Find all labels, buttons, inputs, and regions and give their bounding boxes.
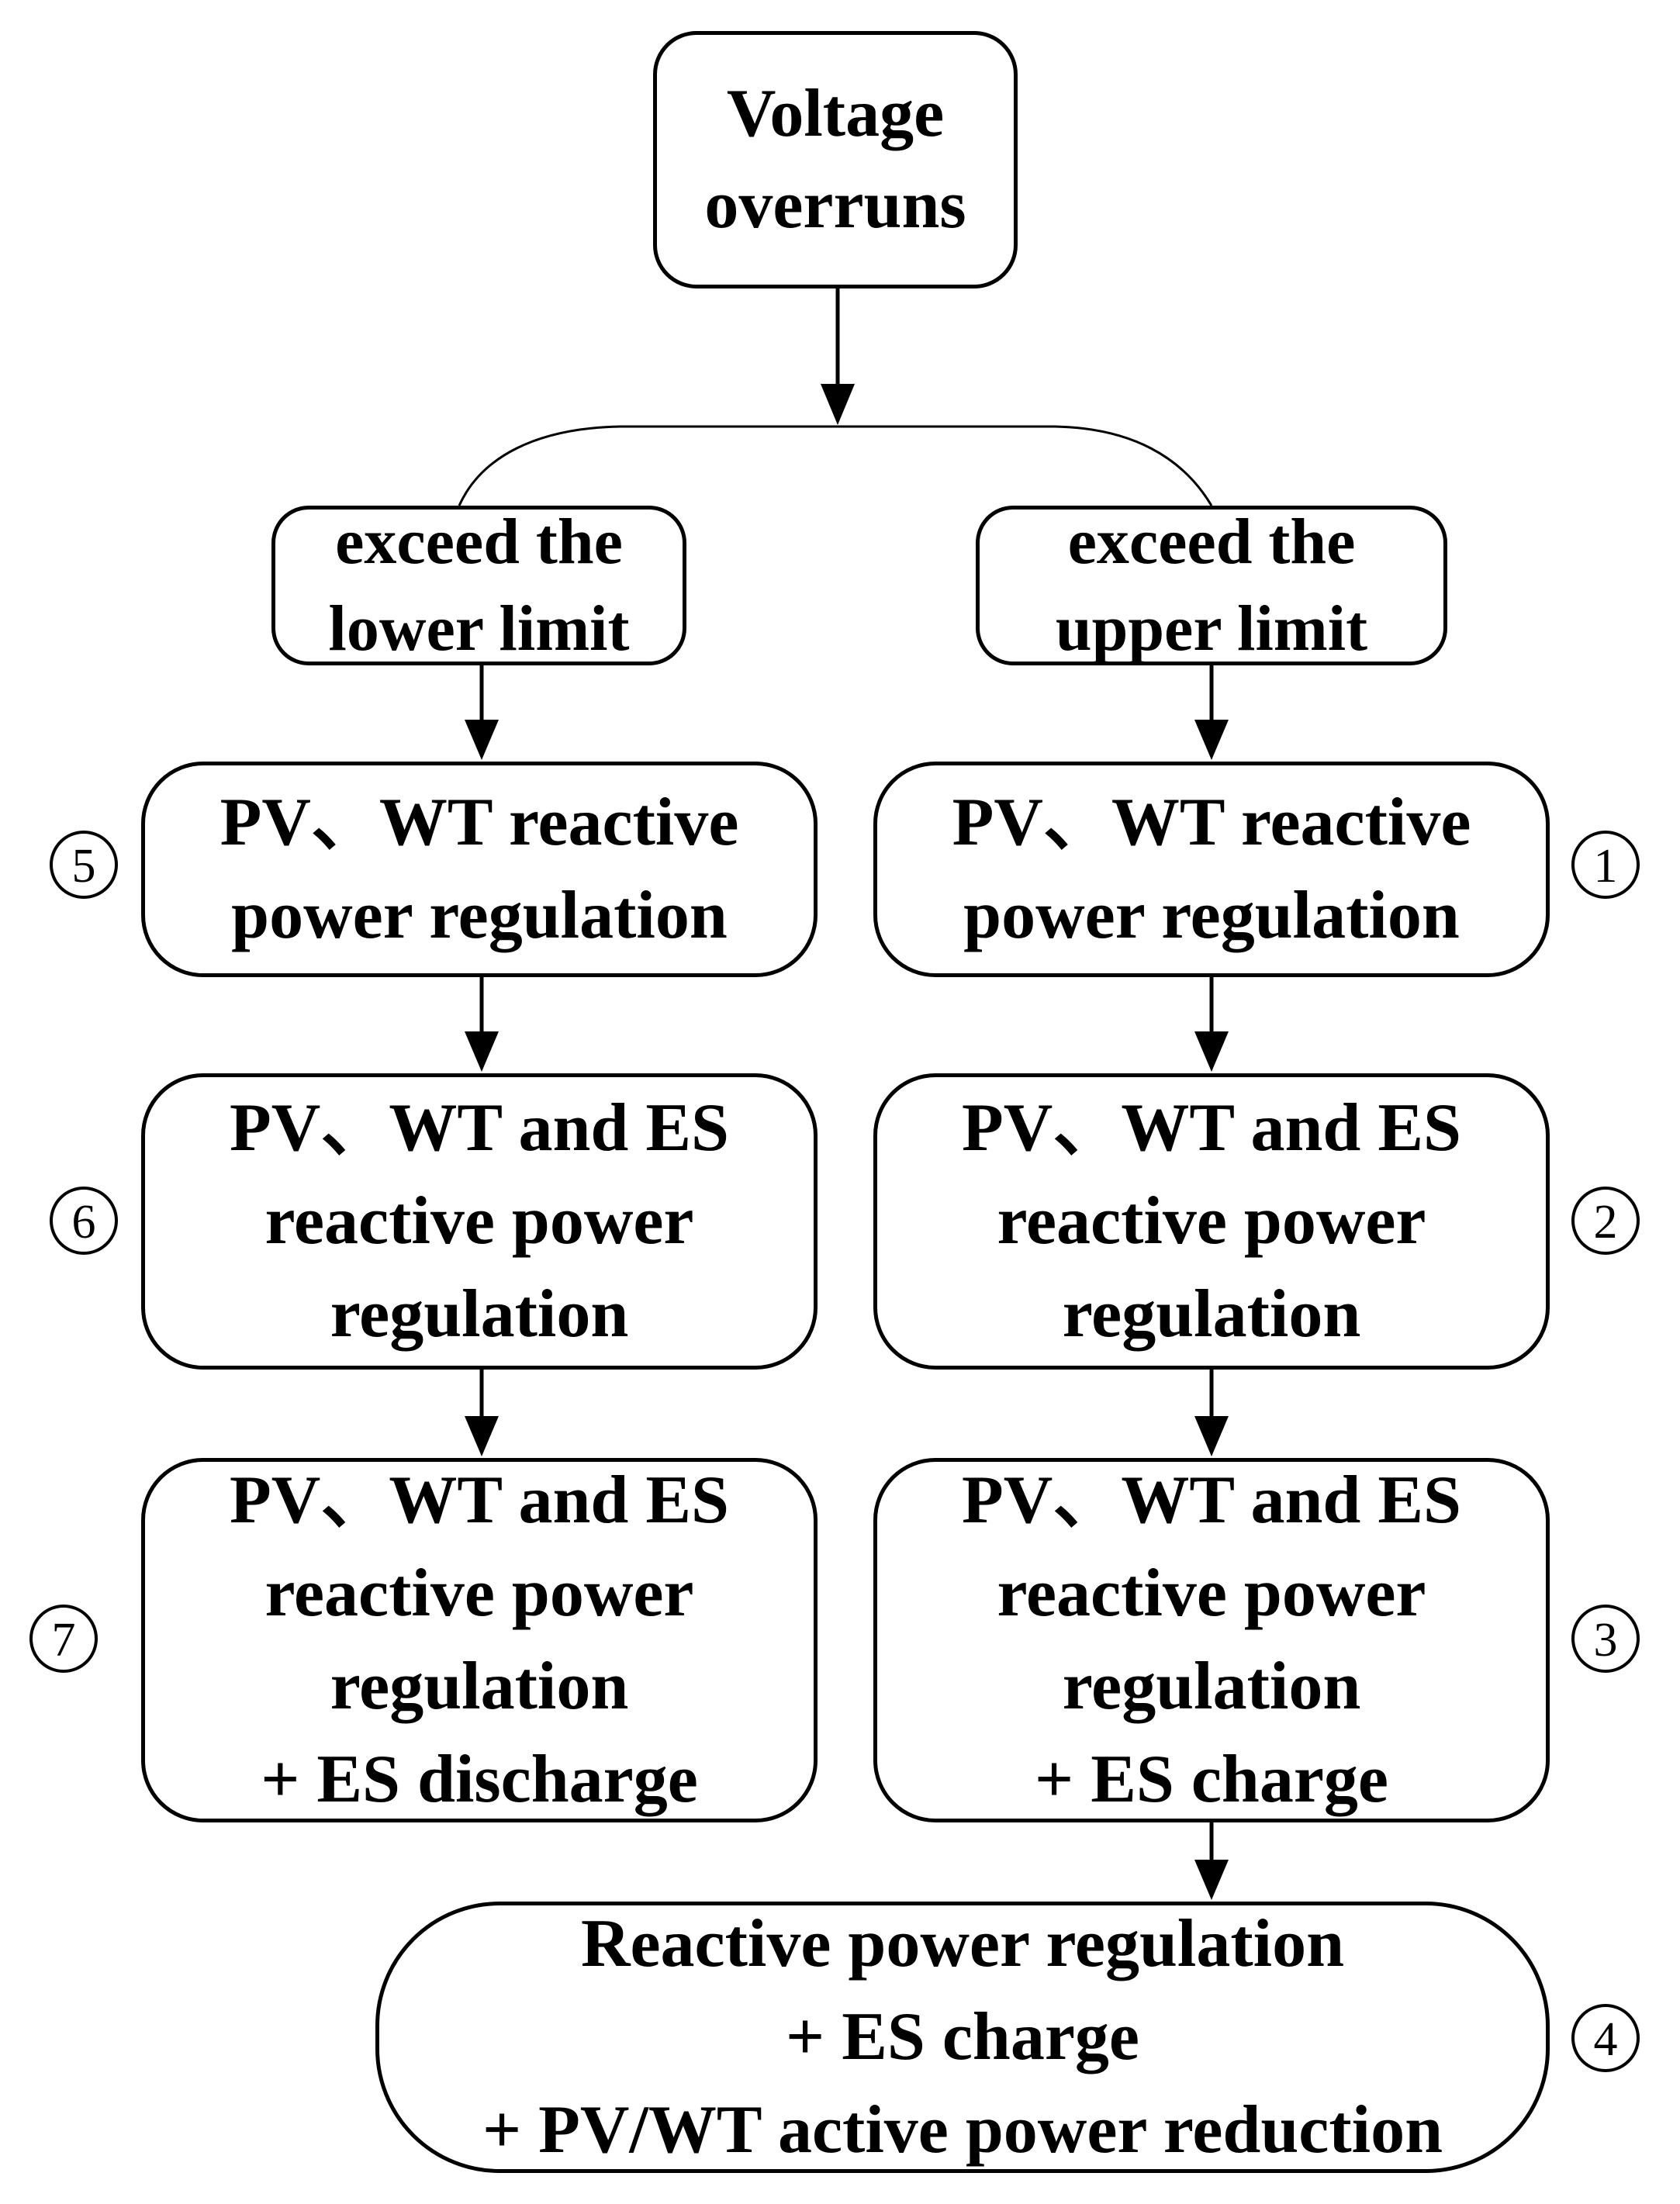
step-3-number: 3 [1594,1614,1618,1667]
final-step-label: Reactive power regulation + ES charge + … [482,1906,1443,2168]
upper-limit-box: exceed the upper limit [976,506,1447,665]
step-7-circle [29,1605,98,1673]
right-step-2-box: PV、WT and ES reactive power regulation [873,1073,1550,1370]
left-step-1-box: PV、WT reactive power regulation [141,762,818,977]
right-step-2-label: PV、WT and ES reactive power regulation [962,1090,1461,1352]
step-7-number: 7 [52,1614,76,1667]
final-step-box: Reactive power regulation + ES charge + … [375,1902,1550,2173]
right-step-1-label: PV、WT reactive power regulation [952,785,1471,953]
upper-limit-label: exceed the upper limit [1055,506,1368,665]
right-step-3-box: PV、WT and ES reactive power regulation +… [873,1458,1550,1822]
step-5-number: 5 [72,840,96,893]
right-step-1-box: PV、WT reactive power regulation [873,762,1550,977]
step-4-number: 4 [1594,2013,1618,2066]
step-2-number: 2 [1594,1196,1618,1249]
step-6-number: 6 [72,1196,96,1249]
step-4-circle [1571,2004,1640,2072]
lower-limit-box: exceed the lower limit [271,506,686,665]
lower-limit-label: exceed the lower limit [328,506,630,665]
step-2-circle [1571,1187,1640,1255]
left-step-3-box: PV、WT and ES reactive power regulation +… [141,1458,818,1822]
voltage-overruns-label: Voltage overruns [704,76,966,243]
branch-arc [458,425,1213,506]
step-1-number: 1 [1594,840,1618,893]
left-step-2-label: PV、WT and ES reactive power regulation [230,1090,729,1352]
left-step-3-label: PV、WT and ES reactive power regulation +… [230,1463,729,1817]
step-1-circle [1571,831,1640,899]
step-6-circle [50,1187,118,1255]
right-step-3-label: PV、WT and ES reactive power regulation +… [962,1463,1461,1817]
step-3-circle [1571,1605,1640,1673]
left-step-1-label: PV、WT reactive power regulation [220,785,739,953]
voltage-overruns-box: Voltage overruns [653,31,1018,288]
step-5-circle [50,831,118,899]
left-step-2-box: PV、WT and ES reactive power regulation [141,1073,818,1370]
